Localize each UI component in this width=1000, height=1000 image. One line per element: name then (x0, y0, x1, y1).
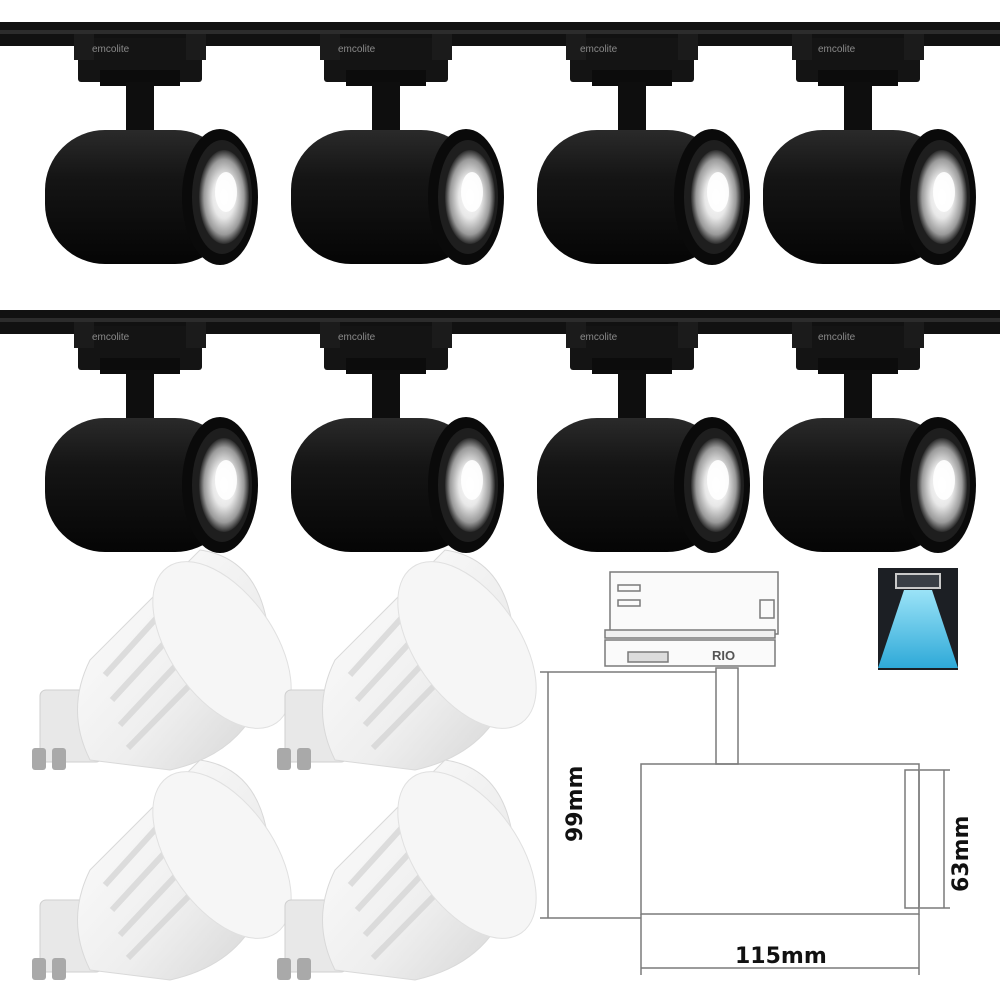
brand-label: emcolite (818, 332, 856, 343)
spotlight (537, 34, 750, 265)
gu10-bulb (32, 747, 319, 980)
height-dimension-label: 99mm (563, 766, 588, 842)
brand-label: emcolite (818, 44, 856, 55)
spotlight (45, 322, 258, 553)
brand-label: emcolite (92, 44, 130, 55)
dimension-drawing (540, 571, 950, 975)
light-beam-icon (878, 568, 958, 670)
brand-label: emcolite (580, 332, 618, 343)
brand-label: emcolite (338, 44, 376, 55)
spotlight (763, 34, 976, 265)
spotlight (291, 34, 504, 265)
brand-label: emcolite (92, 332, 130, 343)
length-dimension-label: 115mm (735, 944, 827, 969)
brand-label: emcolite (338, 332, 376, 343)
spotlight (291, 322, 504, 553)
spotlight (537, 322, 750, 553)
gu10-bulb (277, 747, 564, 980)
diameter-dimension-label: 63mm (949, 816, 974, 892)
gu10-bulb (277, 537, 564, 770)
spotlight (45, 34, 258, 265)
gu10-bulb (32, 537, 319, 770)
model-label: RIO (712, 648, 735, 663)
brand-label: emcolite (580, 44, 618, 55)
spotlight (763, 322, 976, 553)
